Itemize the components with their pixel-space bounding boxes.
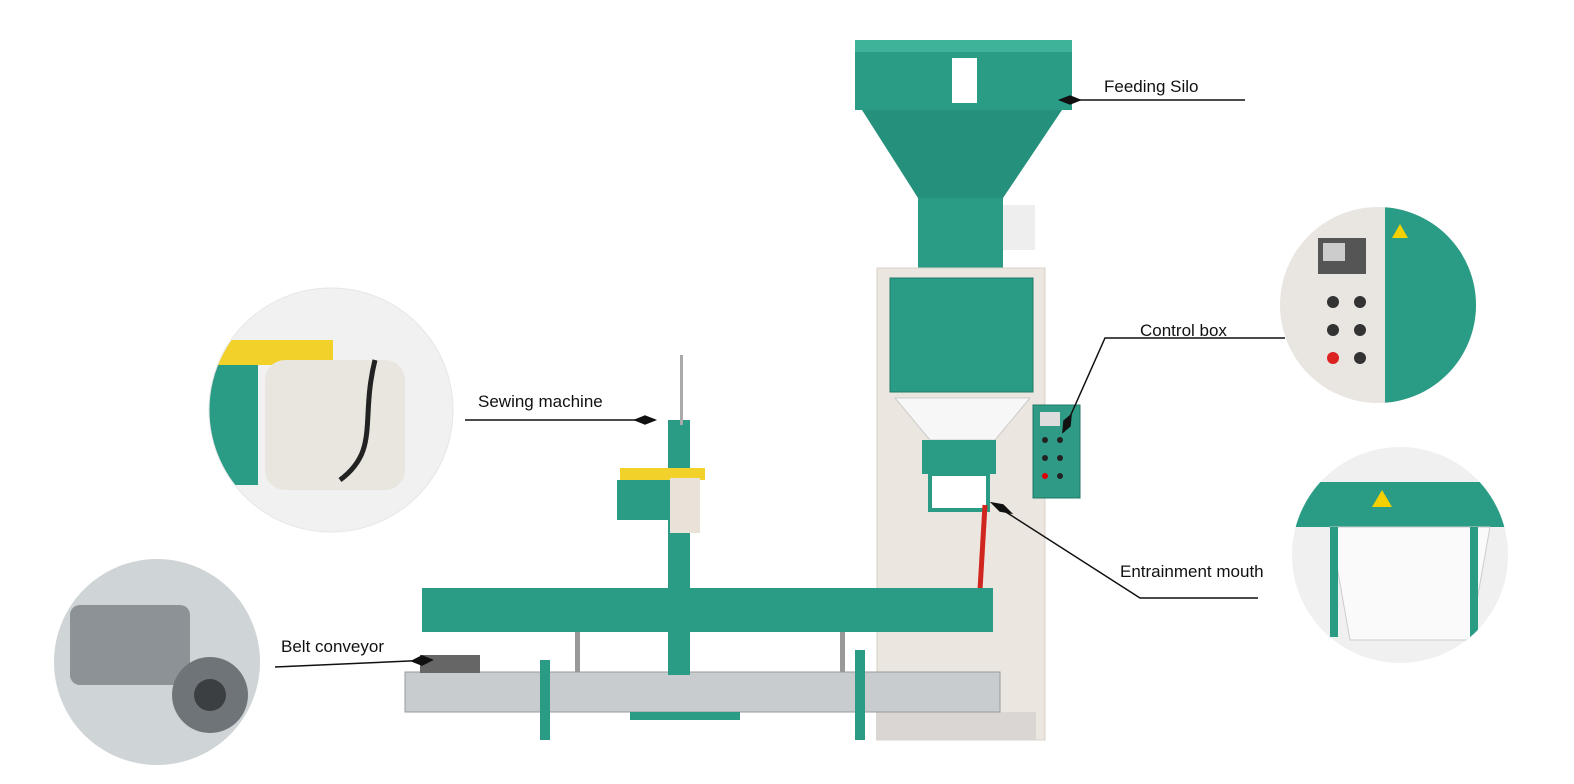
- belt-conveyor-pointer-icon: [410, 655, 434, 666]
- entrainment-mouth-pointer-icon: [989, 501, 1014, 515]
- label-control-box: Control box: [1140, 321, 1227, 340]
- belt-conveyor: [404, 588, 1001, 740]
- callout-lines: [274, 95, 1285, 668]
- sewing-machine-closeup: [209, 288, 453, 532]
- entrainment-mouth: [922, 440, 996, 591]
- sewing-machine-pointer-icon: [632, 415, 658, 425]
- label-sewing-machine: Sewing machine: [478, 392, 603, 411]
- feeding-silo-pointer-icon: [1057, 95, 1083, 105]
- control-box-pointer-icon: [1062, 413, 1072, 434]
- label-entrainment-mouth: Entrainment mouth: [1120, 562, 1264, 581]
- label-belt-conveyor: Belt conveyor: [281, 637, 384, 656]
- belt-motor-closeup: [54, 559, 260, 765]
- feeding-silo: [855, 40, 1072, 270]
- sewing-machine: [617, 355, 705, 675]
- entrainment-mouth-closeup: [1292, 447, 1508, 663]
- control-panel: [1032, 404, 1081, 499]
- label-feeding-silo: Feeding Silo: [1104, 77, 1199, 96]
- control-box-closeup: [1280, 207, 1476, 403]
